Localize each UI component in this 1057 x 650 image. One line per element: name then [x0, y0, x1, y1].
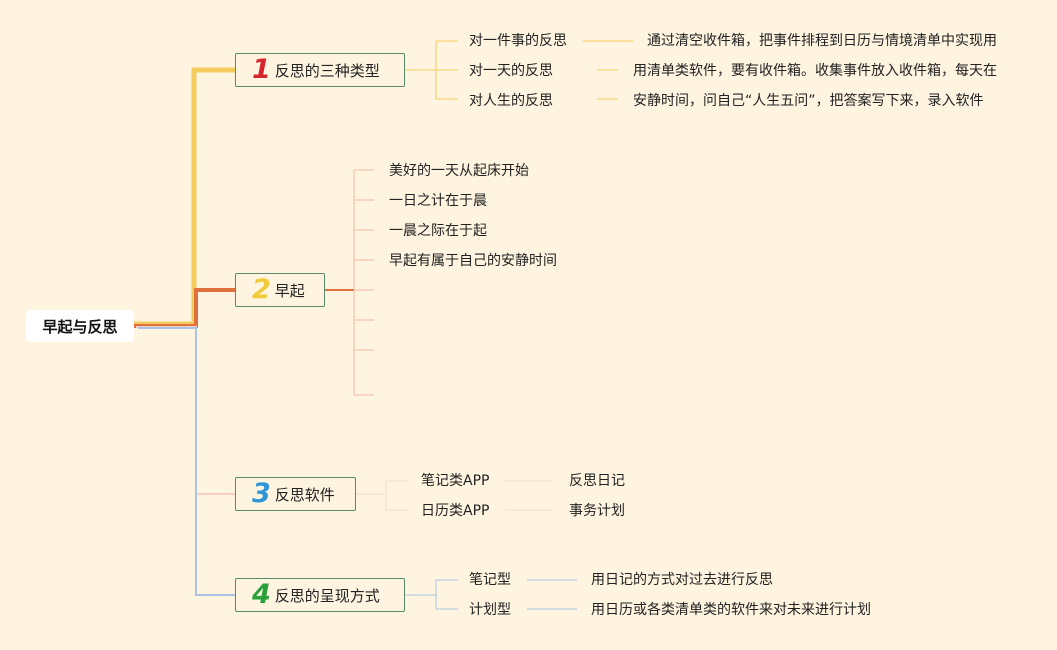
- branch-3-title: 反思软件: [274, 485, 335, 504]
- branch-2-item-2[interactable]: 一日之计在于晨: [389, 193, 487, 209]
- branch-3-item-2-detail[interactable]: 事务计划: [569, 503, 625, 519]
- branch-1-node[interactable]: 1 反思的三种类型: [235, 53, 405, 87]
- branch-4-connectors: [404, 579, 577, 610]
- branch-4-number: 4: [252, 579, 271, 610]
- branch-2-title: 早起: [274, 281, 305, 300]
- root-node[interactable]: 早起与反思: [26, 310, 134, 342]
- branch-4-item-1-detail[interactable]: 用日记的方式对过去进行反思: [591, 572, 773, 588]
- branch-1-title: 反思的三种类型: [274, 61, 380, 80]
- branch-2-item-4[interactable]: 早起有属于自己的安静时间: [389, 253, 557, 269]
- branch-1-item-1-detail[interactable]: 通过清空收件箱，把事件排程到日历与情境清单中实现用: [647, 33, 997, 49]
- branch-4-item-2[interactable]: 计划型: [469, 602, 511, 618]
- branch-4-item-1[interactable]: 笔记型: [469, 572, 511, 588]
- branch-1-item-1[interactable]: 对一件事的反思: [469, 33, 567, 49]
- branch-3-connectors: [355, 480, 552, 511]
- branch-3-item-2[interactable]: 日历类APP: [421, 503, 490, 519]
- branch-2-item-3[interactable]: 一晨之际在于起: [389, 223, 487, 239]
- branch-1-connectors: [404, 40, 633, 100]
- branch-3-number: 3: [252, 478, 271, 509]
- branch-1-item-2-detail[interactable]: 用清单类软件，要有收件箱。收集事件放入收件箱，每天在: [633, 63, 997, 79]
- branch-3-item-1-detail[interactable]: 反思日记: [569, 473, 625, 489]
- branch-2-number: 2: [252, 274, 271, 305]
- branch-2-item-1[interactable]: 美好的一天从起床开始: [389, 163, 529, 179]
- branch-4-title: 反思的呈现方式: [274, 586, 380, 605]
- trunk-line-4: [138, 327, 235, 596]
- branch-2-node[interactable]: 2 早起: [235, 273, 325, 307]
- trunk-line-2: [134, 288, 235, 328]
- trunk-line-1: [134, 67, 235, 327]
- trunk-line-3: [136, 326, 235, 495]
- branch-4-node[interactable]: 4 反思的呈现方式: [235, 578, 405, 612]
- branch-1-item-3[interactable]: 对人生的反思: [469, 93, 553, 109]
- branch-2-connectors: [324, 169, 374, 396]
- branch-4-item-2-detail[interactable]: 用日历或各类清单类的软件来对未来进行计划: [591, 602, 871, 618]
- branch-1-item-2[interactable]: 对一天的反思: [469, 63, 553, 79]
- branch-1-number: 1: [252, 54, 271, 85]
- branch-3-item-1[interactable]: 笔记类APP: [421, 473, 490, 489]
- root-label: 早起与反思: [42, 317, 118, 336]
- branch-1-item-3-detail[interactable]: 安静时间，问自己“人生五问”，把答案写下来，录入软件: [633, 93, 984, 109]
- branch-3-node[interactable]: 3 反思软件: [235, 477, 356, 511]
